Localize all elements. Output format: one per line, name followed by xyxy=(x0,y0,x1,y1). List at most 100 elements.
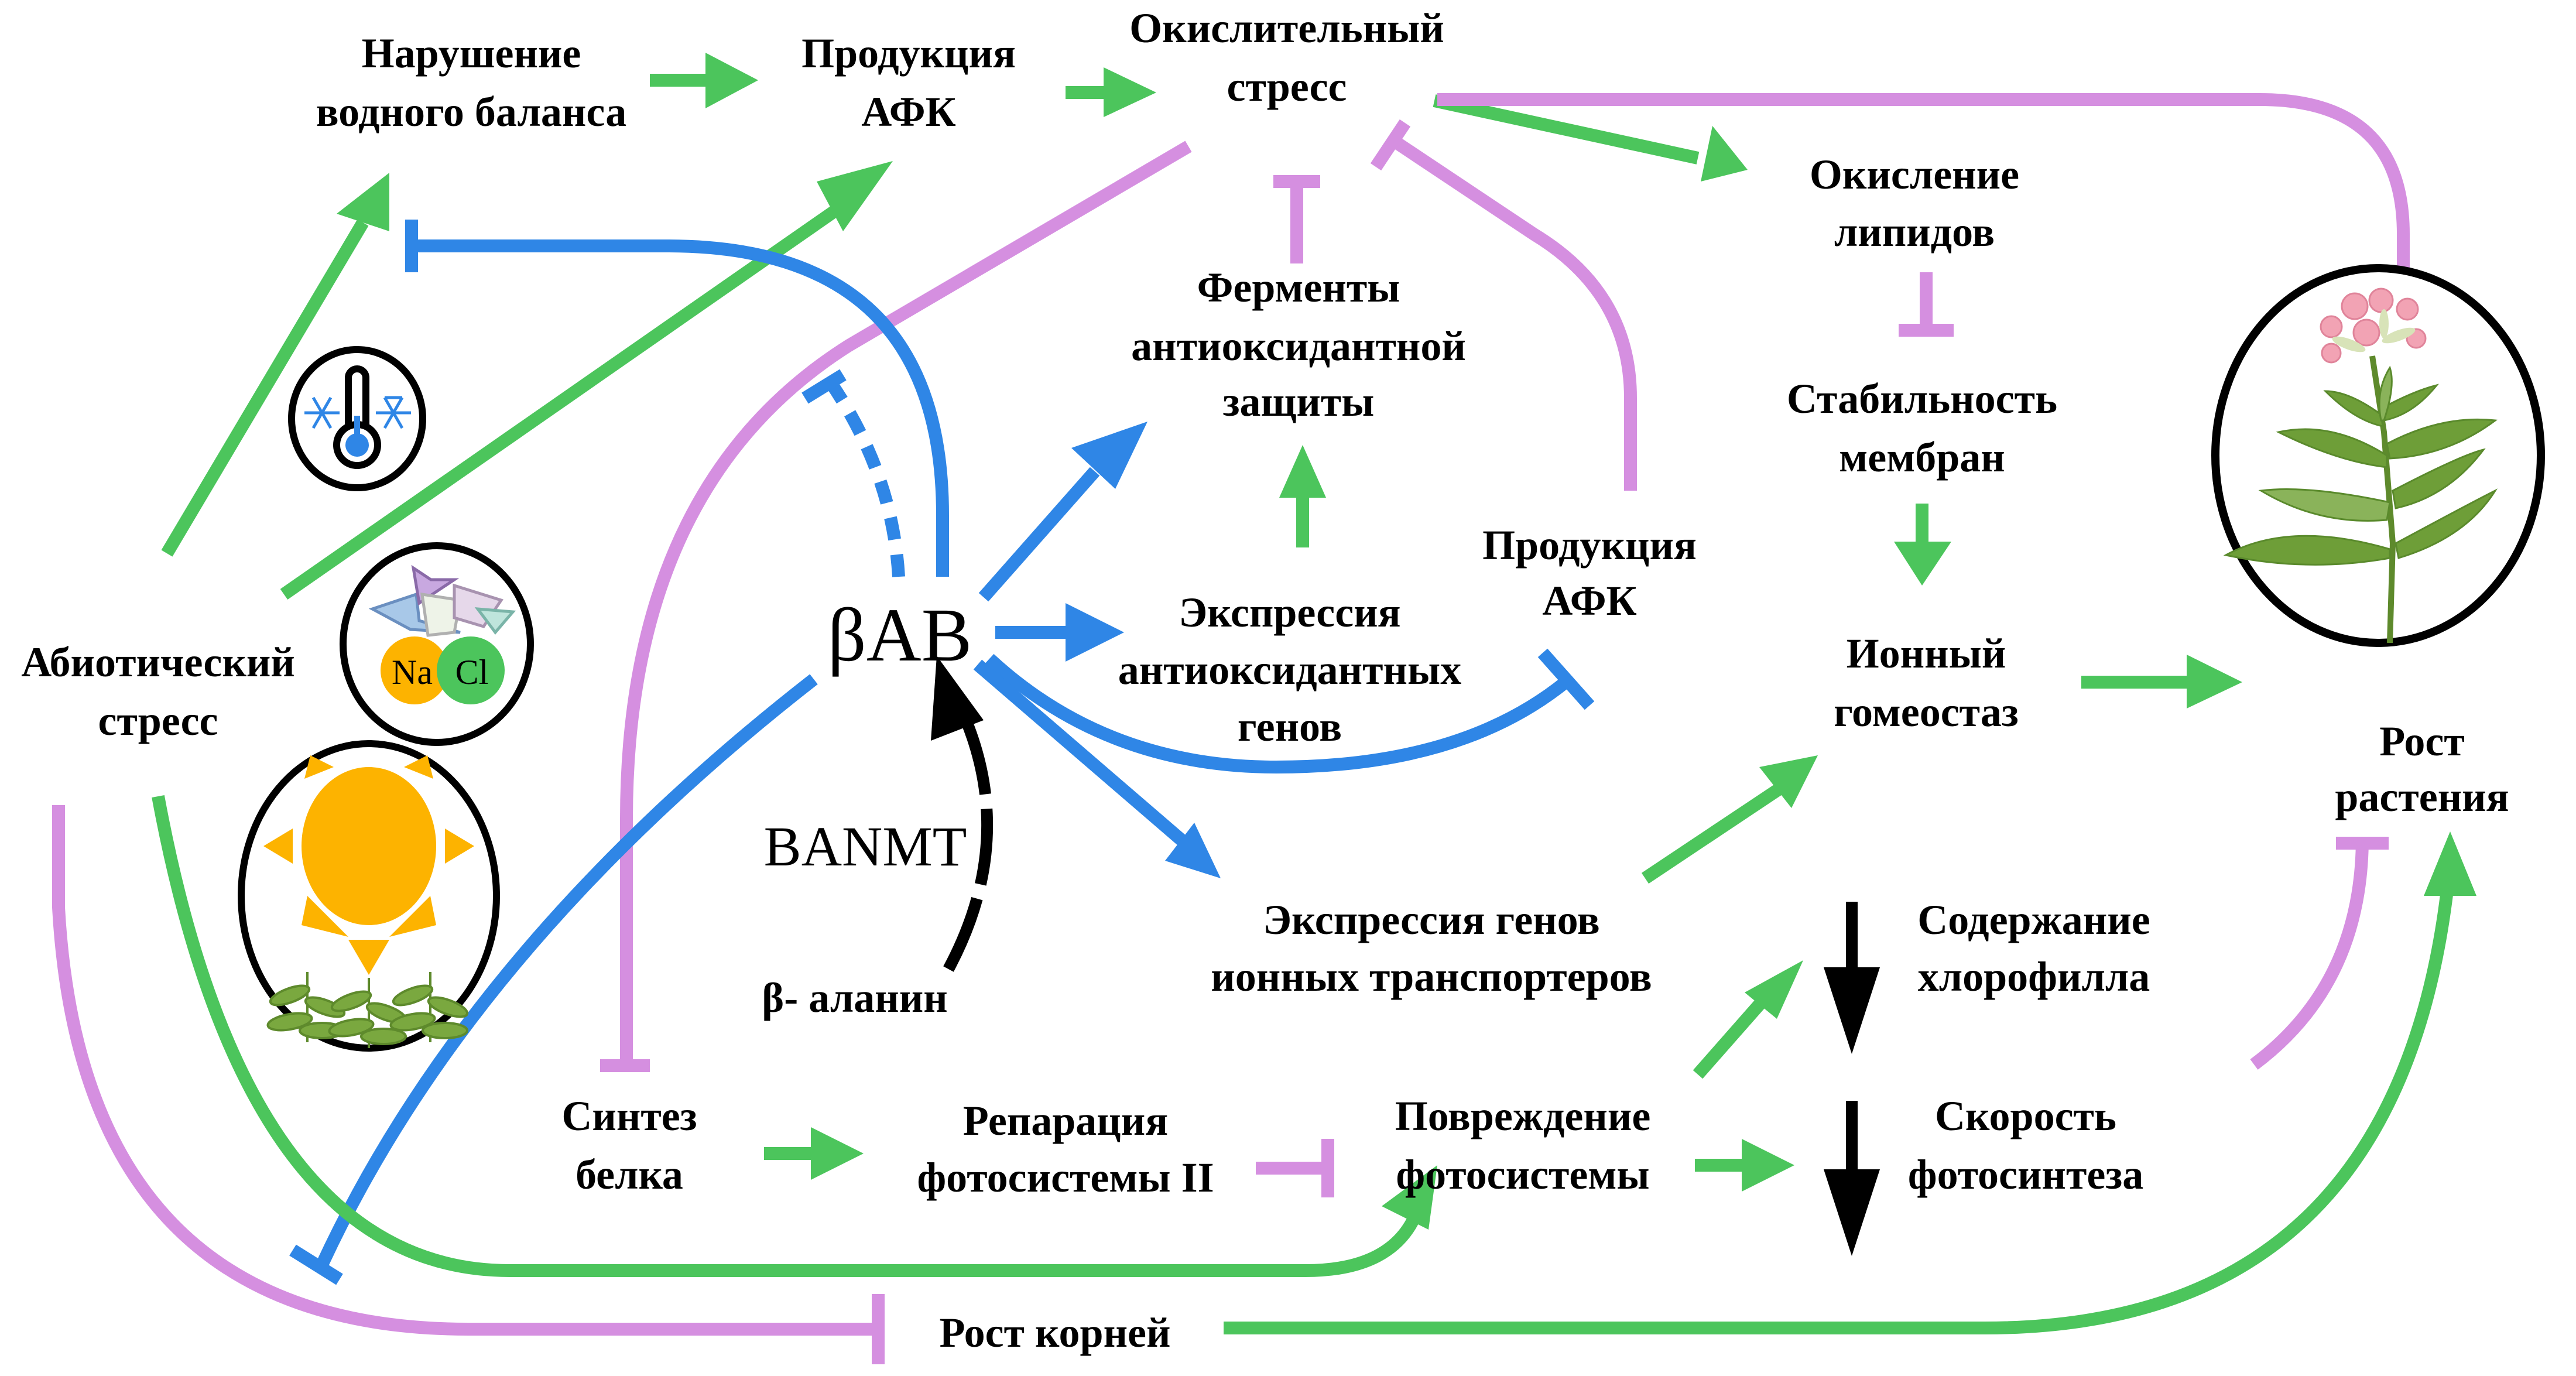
node-beta-alanine-label: β- аланин xyxy=(762,974,947,1021)
edge-abiotic-to-root-growth xyxy=(52,805,885,1364)
node-abiotic-stress: Абиотический стресс xyxy=(21,639,295,744)
node-ion-homeostasis: Ионный гомеостаз xyxy=(1834,630,2019,735)
node-beta-alanine: β- аланин xyxy=(762,974,947,1021)
edge-bab-to-ion-transporter-genes xyxy=(973,659,1221,878)
node-chlorophyll-line1: Содержание xyxy=(1917,896,2150,943)
edge-water-balance-to-ros xyxy=(650,53,758,108)
node-photosynthesis-rate: Скорость фотосинтеза xyxy=(1908,1093,2143,1198)
node-ion-homeostasis-line1: Ионный xyxy=(1847,630,2006,677)
edge-membrane-to-ion-homeostasis xyxy=(1894,504,1951,586)
decrease-arrow-photosynthesis xyxy=(1824,1101,1880,1256)
edge-beta-alanine-to-bab xyxy=(931,656,994,972)
edge-oxidative-to-lipid xyxy=(1433,94,1748,182)
node-ion-homeostasis-line2: гомеостаз xyxy=(1834,689,2019,735)
node-plant-growth-line1: Рост xyxy=(2379,718,2465,765)
node-abiotic-stress-line2: стресс xyxy=(98,697,218,744)
node-lipid-oxidation-line1: Окисление xyxy=(1810,151,2019,198)
node-abiotic-stress-line1: Абиотический xyxy=(21,639,295,686)
node-ros-top-line2: АФК xyxy=(861,88,956,135)
node-antioxidant-enzymes-line3: защиты xyxy=(1223,378,1375,425)
node-photosystem-damage: Повреждение фотосистемы xyxy=(1395,1093,1651,1198)
node-antioxidant-enzymes-line1: Ферменты xyxy=(1197,264,1400,311)
node-photosynthesis-rate-line2: фотосинтеза xyxy=(1908,1151,2143,1198)
cl-circle xyxy=(437,636,505,704)
small-plants-icon xyxy=(266,972,469,1048)
edge-protein-to-psii-repair xyxy=(764,1127,864,1180)
node-ros-mid-line2: АФК xyxy=(1542,577,1637,624)
edge-damage-to-chlorophyll xyxy=(1693,960,1803,1079)
node-antioxidant-genes-line3: генов xyxy=(1238,703,1342,750)
node-ion-transporter-genes: Экспрессия генов ионных транспортеров xyxy=(1211,896,1652,1000)
edge-damage-to-photosynthesis xyxy=(1695,1139,1794,1192)
node-banmt: BANMT xyxy=(764,815,967,878)
sun-heat-icon xyxy=(238,740,500,1052)
cl-label: Cl xyxy=(455,653,489,692)
salt-crystal-icon xyxy=(368,564,516,637)
edge-enzymes-to-oxidative xyxy=(1273,175,1320,263)
node-protein-synthesis: Синтез белка xyxy=(561,1093,697,1198)
edge-ion-to-plant-growth xyxy=(2081,655,2242,708)
node-ion-transporter-genes-line2: ионных транспортеров xyxy=(1211,953,1652,1000)
edge-abiotic-to-water-balance xyxy=(161,173,389,557)
node-psii-repair: Репарация фотосистемы II xyxy=(917,1097,1214,1201)
edge-abiotic-to-ros xyxy=(280,161,893,600)
node-oxidative-stress-line1: Окислительный xyxy=(1129,5,1444,52)
node-antioxidant-genes-line2: антиоксидантных xyxy=(1118,646,1461,693)
node-protein-synthesis-line2: белка xyxy=(576,1151,683,1198)
node-ros-top: Продукция АФК xyxy=(801,30,1016,135)
edge-bab-to-antioxidant-genes xyxy=(995,603,1124,662)
node-water-balance: Нарушение водного баланса xyxy=(316,30,626,135)
edge-oxidative-to-protein-synthesis xyxy=(600,141,1192,1072)
node-antioxidant-enzymes-line2: антиоксидантной xyxy=(1131,323,1466,369)
node-membrane-stability-line1: Стабильность xyxy=(1787,375,2057,422)
edge-bab-to-root-growth xyxy=(289,674,818,1285)
edge-ros-to-oxidative-stress xyxy=(1066,67,1156,117)
node-lipid-oxidation-line2: липидов xyxy=(1834,208,1995,255)
edge-bab-to-ros-dashed xyxy=(801,369,905,577)
node-water-balance-line2: водного баланса xyxy=(316,88,626,135)
edge-psii-repair-to-damage xyxy=(1256,1139,1334,1197)
edge-bab-to-enzymes xyxy=(978,422,1147,602)
node-antioxidant-genes-line1: Экспрессия xyxy=(1179,589,1400,636)
decrease-arrow-chlorophyll xyxy=(1824,902,1880,1054)
edge-ion-transporter-to-ion-homeostasis xyxy=(1641,755,1818,884)
edge-root-growth-to-plant-growth xyxy=(1224,831,2476,1334)
node-photosystem-damage-line2: фотосистемы xyxy=(1396,1151,1649,1198)
node-psii-repair-line2: фотосистемы II xyxy=(917,1154,1214,1201)
edge-photosynthesis-to-plant-growth xyxy=(2250,837,2389,1070)
edge-bab-to-ros-mid xyxy=(985,648,1595,774)
node-ros-mid-line1: Продукция xyxy=(1482,522,1697,569)
node-antioxidant-genes: Экспрессия антиоксидантных генов xyxy=(1118,589,1461,750)
edge-bab-to-water-balance xyxy=(405,220,949,577)
nacl-salt-icon: Na Cl xyxy=(340,542,534,746)
node-ros-mid: Продукция АФК xyxy=(1482,522,1697,624)
node-antioxidant-enzymes: Ферменты антиоксидантной защиты xyxy=(1131,264,1466,425)
edge-ros-mid-to-oxidative xyxy=(1370,119,1637,491)
edge-genes-to-enzymes xyxy=(1279,445,1326,547)
node-protein-synthesis-line1: Синтез xyxy=(561,1093,697,1139)
node-root-growth-label: Рост корней xyxy=(939,1309,1170,1356)
node-plant-growth-line2: растения xyxy=(2335,773,2509,820)
node-water-balance-line1: Нарушение xyxy=(362,30,581,77)
node-lipid-oxidation: Окисление липидов xyxy=(1810,151,2019,255)
tobacco-plant-icon xyxy=(2211,264,2545,647)
node-bab-label: βAB xyxy=(828,593,972,677)
edge-abiotic-to-photosystem-damage xyxy=(152,795,1437,1277)
node-membrane-stability: Стабильность мембран xyxy=(1787,375,2057,481)
node-plant-growth: Рост растения xyxy=(2335,718,2509,820)
na-label: Na xyxy=(392,653,433,692)
node-membrane-stability-line2: мембран xyxy=(1839,434,2005,481)
node-oxidative-stress: Окислительный стресс xyxy=(1129,5,1444,110)
node-root-growth: Рост корней xyxy=(939,1309,1170,1356)
node-chlorophyll-line2: хлорофилла xyxy=(1918,953,2150,1000)
node-bab: βAB xyxy=(828,593,972,677)
node-oxidative-stress-line2: стресс xyxy=(1227,63,1347,110)
cold-thermometer-icon xyxy=(288,346,426,491)
edge-lipid-to-membrane xyxy=(1899,272,1954,337)
node-ros-top-line1: Продукция xyxy=(801,30,1016,77)
node-banmt-label: BANMT xyxy=(764,815,967,878)
node-photosystem-damage-line1: Повреждение xyxy=(1395,1093,1651,1139)
node-photosynthesis-rate-line1: Скорость xyxy=(1935,1093,2116,1139)
na-circle xyxy=(381,636,448,704)
